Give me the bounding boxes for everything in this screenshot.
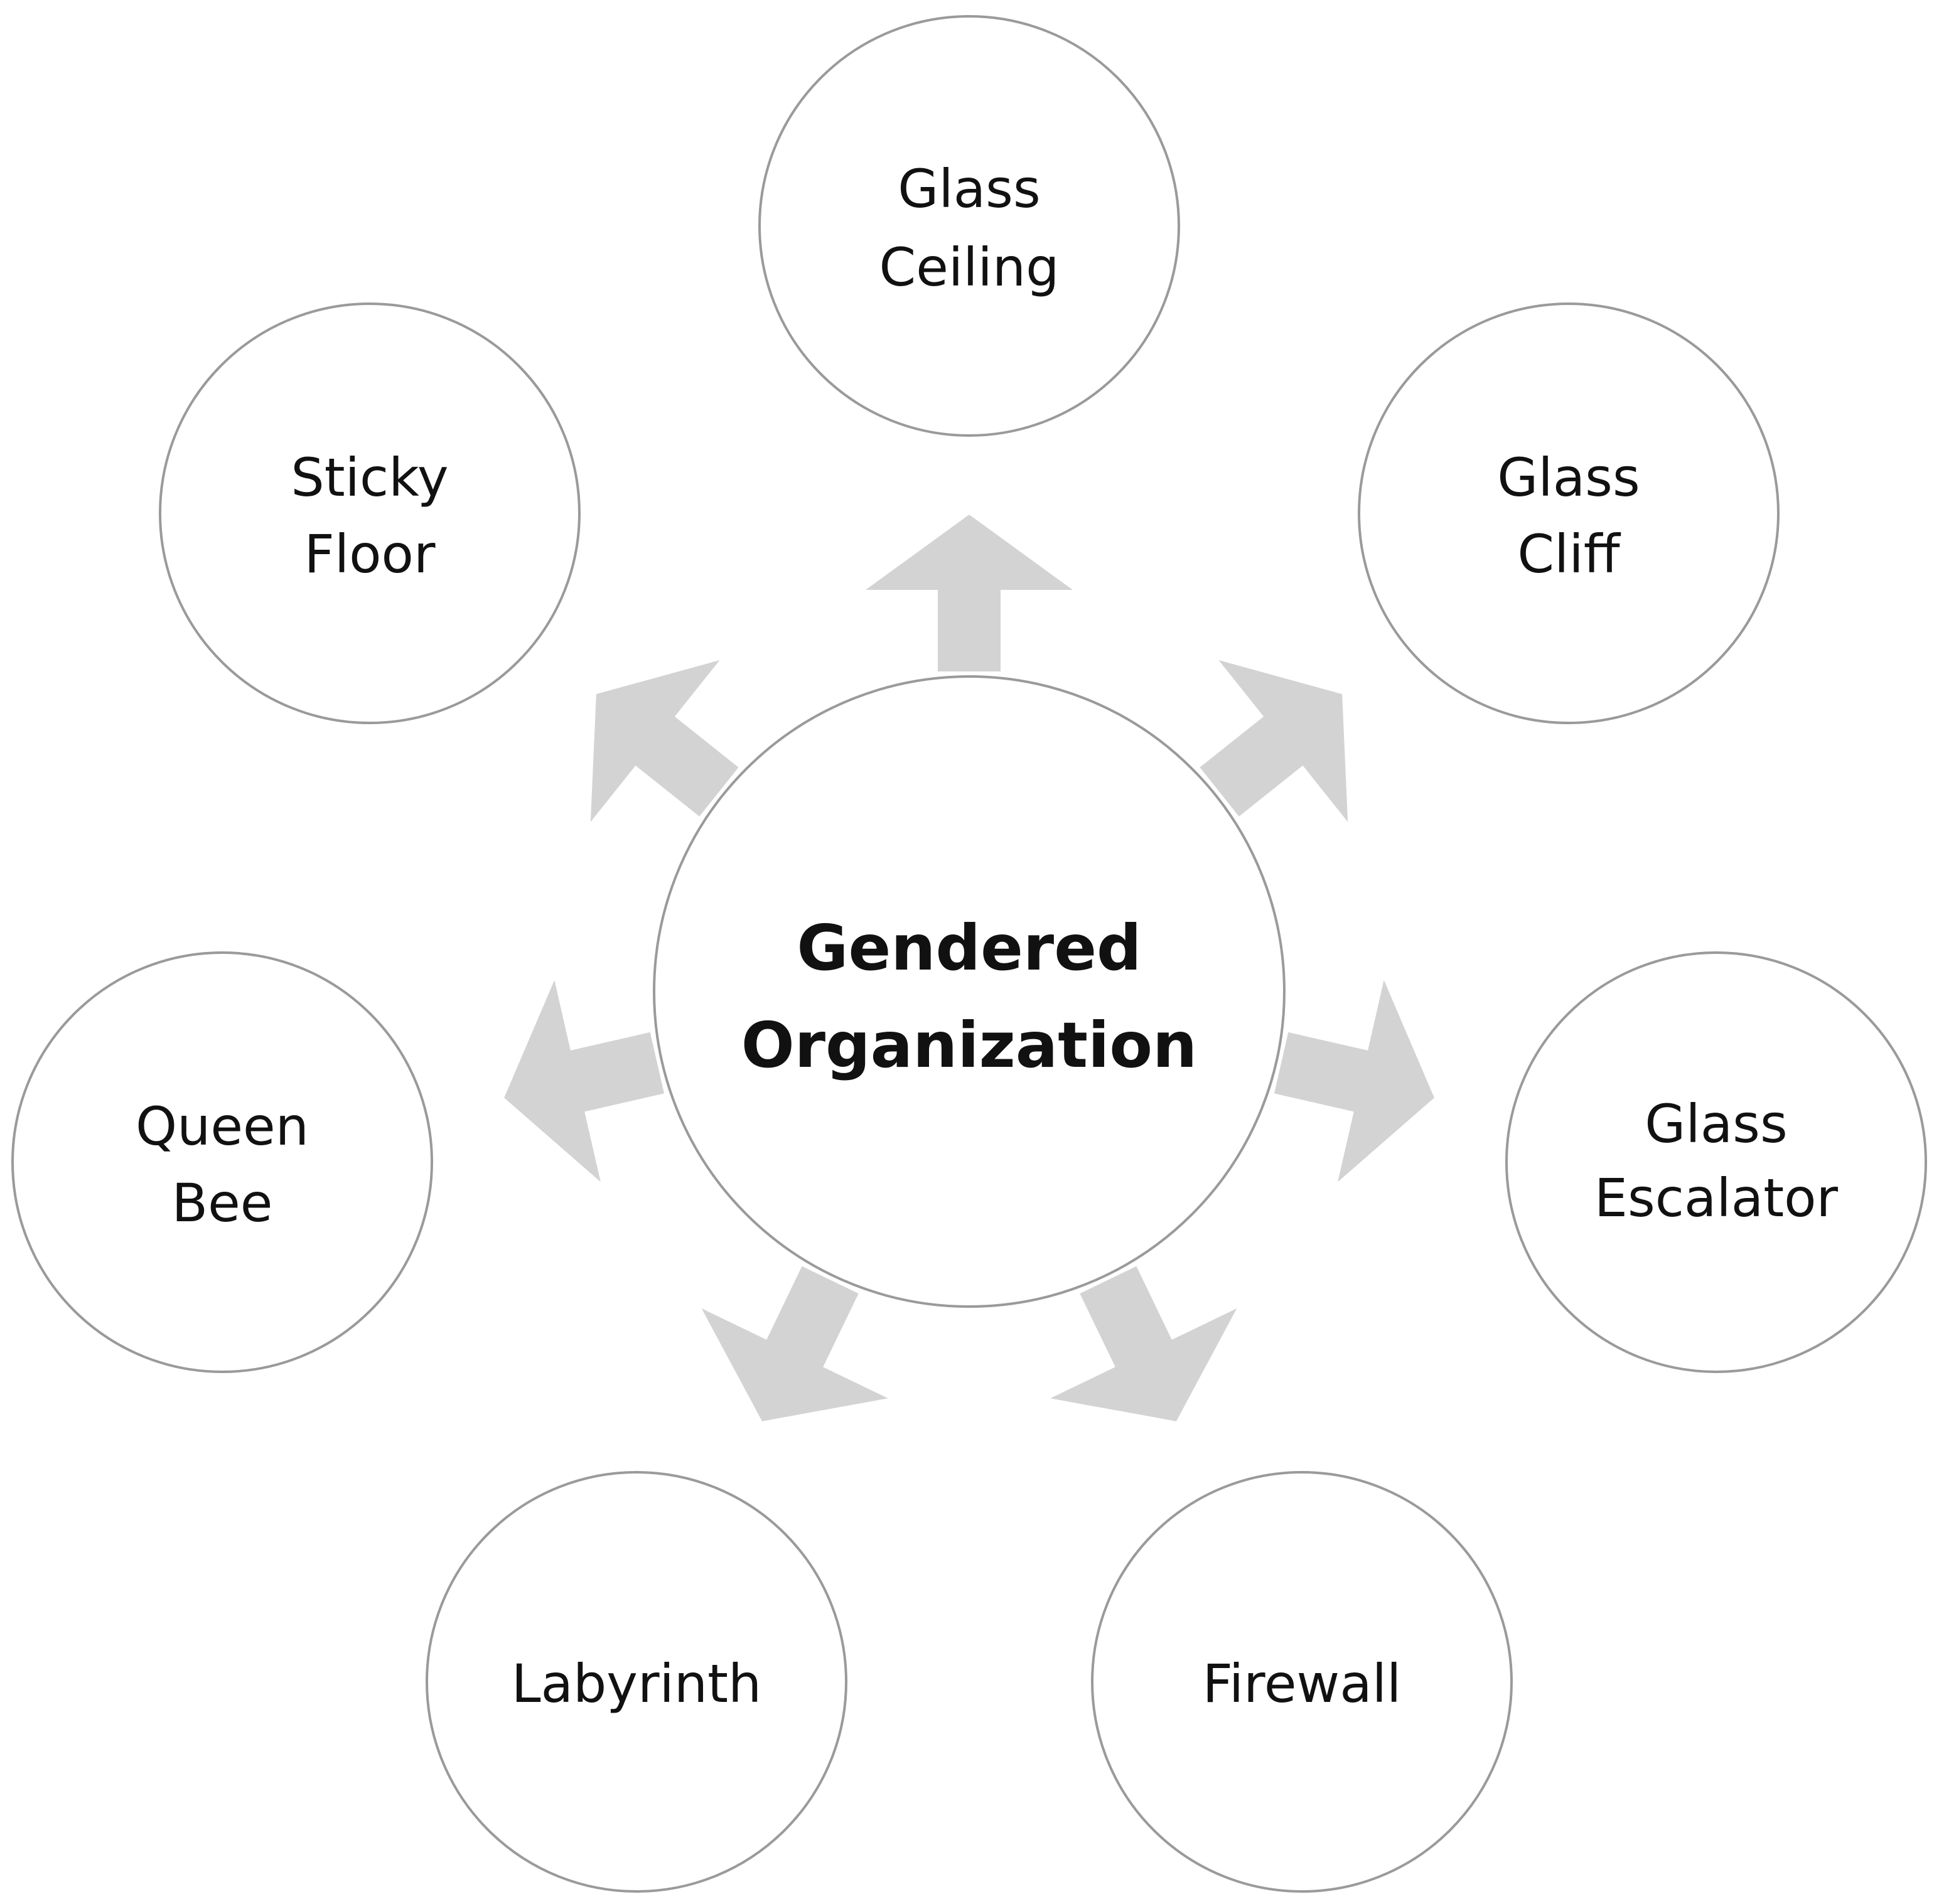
node-glass-cliff: Glass Cliff xyxy=(1358,302,1780,724)
node-label-glass-cliff-line-1: Glass xyxy=(1497,447,1640,508)
node-label-queen-bee-line-1: Queen xyxy=(136,1096,309,1157)
node-circle-sticky-floor xyxy=(159,302,581,724)
node-circle-queen-bee xyxy=(11,951,433,1373)
center-node: Gendered Organization xyxy=(653,675,1286,1308)
center-label-line-1: Gendered xyxy=(797,911,1141,985)
node-label-glass-escalator-line-1: Glass xyxy=(1645,1093,1787,1155)
node-label-glass-cliff-line-2: Cliff xyxy=(1517,523,1621,585)
node-circle-glass-escalator xyxy=(1505,951,1927,1373)
node-circle-firewall xyxy=(1091,1471,1513,1893)
node-label-glass-ceiling-line-1: Glass xyxy=(898,158,1040,220)
nodes-layer: Glass Ceiling Glass Cliff Glass Escalato… xyxy=(11,15,1927,1893)
arrow-to-glass-escalator xyxy=(1274,980,1434,1182)
center-circle xyxy=(653,675,1286,1308)
arrow-to-sticky-floor xyxy=(590,660,739,822)
arrow-to-labyrinth xyxy=(701,1266,888,1421)
node-labyrinth: Labyrinth xyxy=(426,1471,847,1893)
arrow-to-queen-bee xyxy=(504,980,664,1182)
node-sticky-floor: Sticky Floor xyxy=(159,302,581,724)
node-queen-bee: Queen Bee xyxy=(11,951,433,1373)
arrows-layer xyxy=(504,515,1434,1421)
node-firewall: Firewall xyxy=(1091,1471,1513,1893)
node-circle-glass-cliff xyxy=(1358,302,1780,724)
node-label-sticky-floor-line-2: Floor xyxy=(304,523,436,585)
node-glass-escalator: Glass Escalator xyxy=(1505,951,1927,1373)
node-label-glass-ceiling-line-2: Ceiling xyxy=(879,237,1060,298)
node-label-sticky-floor-line-1: Sticky xyxy=(291,447,448,508)
node-circle-labyrinth xyxy=(426,1471,847,1893)
center-label-line-2: Organization xyxy=(741,1008,1198,1082)
node-label-labyrinth: Labyrinth xyxy=(512,1653,762,1714)
node-label-firewall: Firewall xyxy=(1203,1653,1402,1714)
arrow-to-glass-cliff xyxy=(1200,660,1348,822)
arrow-to-glass-ceiling xyxy=(866,515,1073,671)
arrow-to-firewall xyxy=(1050,1266,1237,1421)
node-glass-ceiling: Glass Ceiling xyxy=(758,15,1180,437)
node-label-glass-escalator-line-2: Escalator xyxy=(1594,1167,1839,1229)
node-label-queen-bee-line-2: Bee xyxy=(172,1172,273,1234)
node-circle-glass-ceiling xyxy=(758,15,1180,437)
